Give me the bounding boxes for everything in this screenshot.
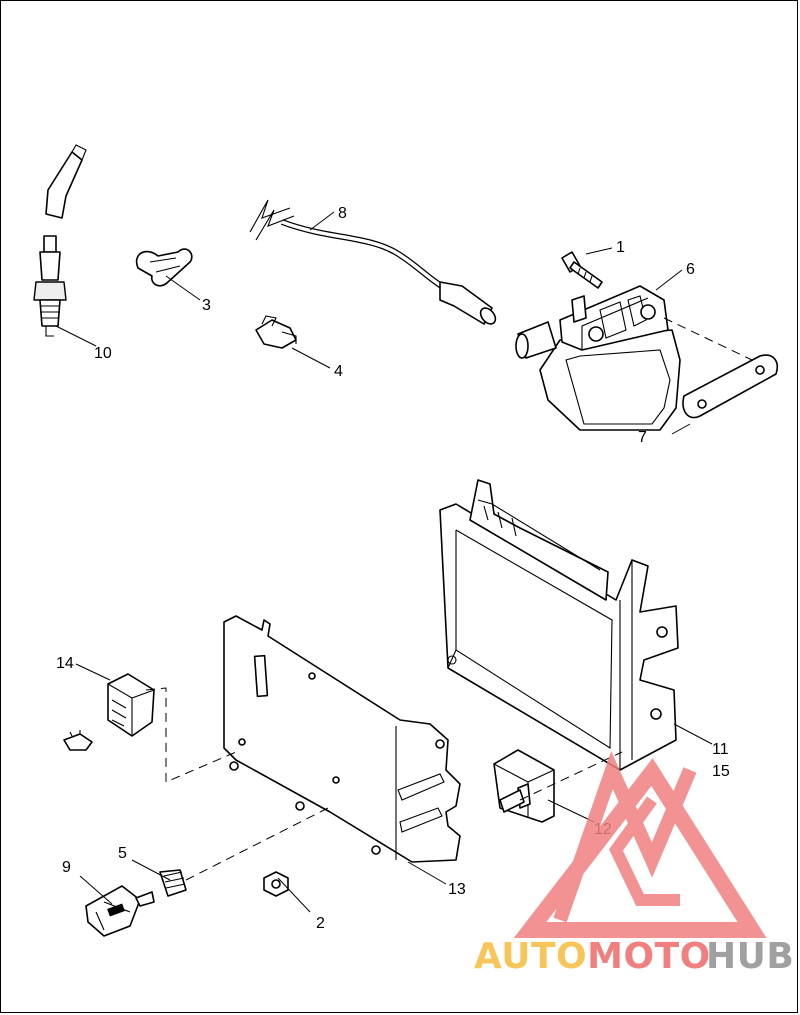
wire-clip [135, 248, 193, 287]
callout-5: 5 [118, 845, 127, 862]
callout-15: 15 [712, 763, 730, 780]
ignition-coil [515, 285, 681, 431]
ignition-module [439, 479, 679, 771]
sensor [85, 885, 155, 937]
mounting-bolt [561, 251, 603, 289]
callout-1: 1 [616, 239, 625, 256]
coil-bracket [682, 354, 778, 419]
callout-3: 3 [202, 297, 211, 314]
spring [159, 869, 187, 897]
callout-13: 13 [448, 881, 466, 898]
callout-2: 2 [316, 915, 325, 932]
callout-10: 10 [94, 345, 112, 362]
callout-4: 4 [334, 363, 343, 380]
callout-11: 11 [712, 741, 729, 758]
connector-block [63, 673, 155, 751]
rubber-mount [493, 749, 555, 823]
callout-7: 7 [638, 429, 647, 446]
callout-8: 8 [338, 205, 347, 222]
hex-nut [263, 871, 289, 897]
mounting-plate [223, 615, 461, 863]
wire-holder [255, 315, 297, 349]
spark-plug-wire [45, 119, 497, 325]
watermark-brand-part2: HUB [706, 936, 794, 977]
callout-6: 6 [686, 261, 695, 278]
callout-14: 14 [56, 655, 74, 672]
watermark-logo [513, 750, 767, 938]
spark-plug [33, 235, 67, 337]
watermark-brand-part1: AUTOMOTO [474, 936, 711, 977]
callout-9: 9 [62, 859, 71, 876]
